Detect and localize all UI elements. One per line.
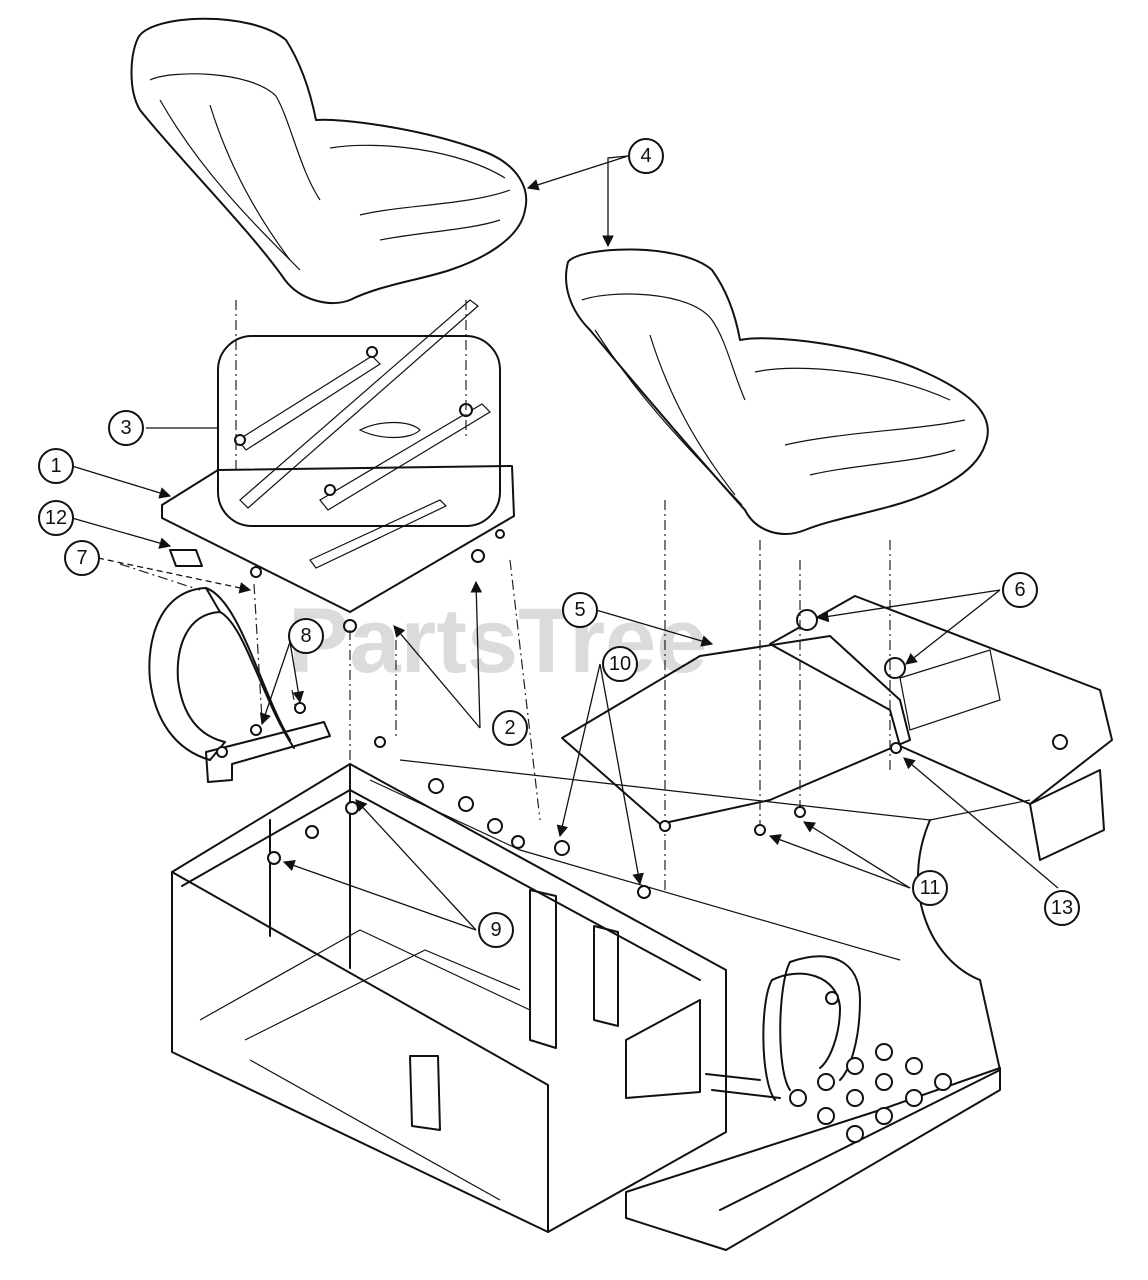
- callout-3: 3: [108, 410, 144, 446]
- callout-11: 11: [912, 870, 948, 906]
- floor-plate-holes: [789, 1043, 952, 1143]
- callout-2: 2: [492, 710, 528, 746]
- svg-text:10: 10: [609, 653, 631, 675]
- svg-text:12: 12: [45, 507, 67, 529]
- svg-text:9: 9: [490, 919, 501, 941]
- svg-text:1: 1: [50, 455, 61, 477]
- seat-pan-plate: [161, 465, 515, 633]
- right-seat-plate: [561, 595, 1113, 861]
- right-seat: [565, 248, 989, 535]
- svg-text:6: 6: [1014, 579, 1025, 601]
- svg-text:7: 7: [76, 547, 87, 569]
- left-grab-handle: [148, 587, 295, 761]
- svg-text:4: 4: [640, 145, 651, 167]
- svg-text:5: 5: [574, 599, 585, 621]
- seat-rail-inset: [217, 299, 501, 527]
- svg-text:3: 3: [120, 417, 131, 439]
- fasteners: [216, 702, 902, 1005]
- svg-text:8: 8: [300, 625, 311, 647]
- callout-7: 7: [64, 540, 100, 576]
- chassis-frame: [171, 759, 1031, 1251]
- callout-9: 9: [478, 912, 514, 948]
- left-mount-bracket: [205, 721, 331, 783]
- watermark: PartsTree: [288, 590, 707, 692]
- callout-4: 4: [628, 138, 664, 174]
- right-grab-handle: [705, 955, 861, 1101]
- svg-text:13: 13: [1051, 897, 1073, 919]
- bumper-pad: [169, 549, 203, 567]
- callout-10: 10: [602, 646, 638, 682]
- callout-12: 12: [38, 500, 74, 536]
- svg-text:2: 2: [504, 717, 515, 739]
- callout-6: 6: [1002, 572, 1038, 608]
- callout-1: 1: [38, 448, 74, 484]
- callout-8: 8: [288, 618, 324, 654]
- callout-13: 13: [1044, 890, 1080, 926]
- leader-lines: [71, 155, 1059, 931]
- callout-5: 5: [562, 592, 598, 628]
- svg-text:11: 11: [920, 877, 941, 899]
- assembly-centerlines: [119, 300, 891, 890]
- left-seat: [130, 17, 528, 305]
